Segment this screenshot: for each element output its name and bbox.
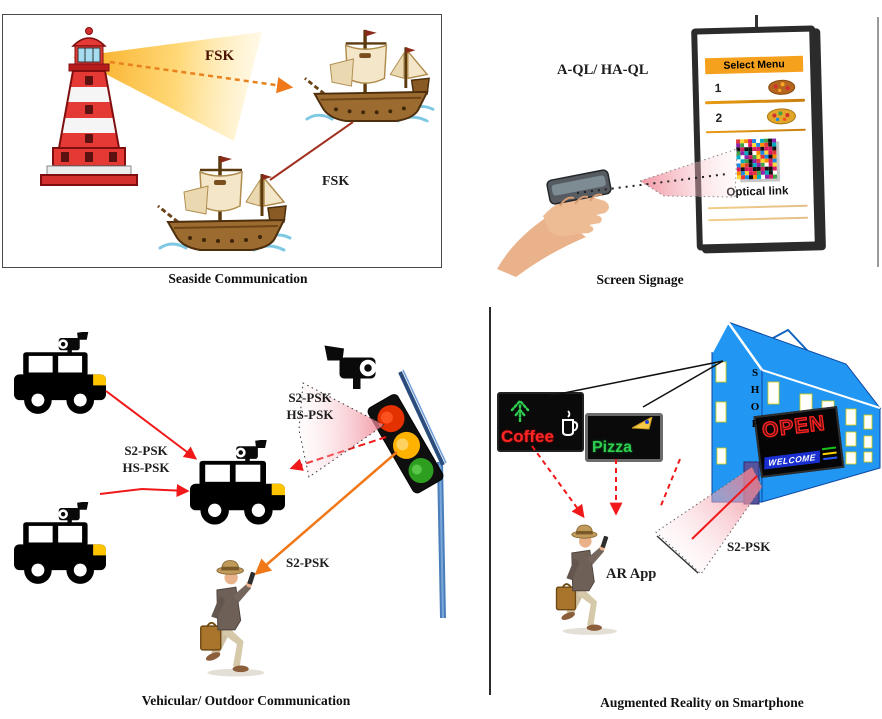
shop-door — [743, 461, 760, 505]
signage-mount — [755, 15, 758, 31]
menu-separator — [705, 98, 806, 104]
light-link-label: S2-PSK HS-PSK — [286, 390, 334, 422]
open-sign-stripe — [823, 455, 838, 461]
menu-item-2-food-icon — [766, 107, 796, 124]
menu-row-1: 1 — [714, 77, 796, 97]
aql-scheme-label: A-QL/ HA-QL — [557, 62, 649, 78]
menu-separator — [708, 216, 809, 222]
right-edge-divider — [877, 17, 879, 267]
fsk-beam-label: FSK — [205, 48, 235, 64]
coffee-sign-text: Coffee — [501, 427, 554, 446]
fsk-ship-label: FSK — [322, 174, 350, 189]
menu-separator — [705, 128, 806, 134]
ar-beam-label: S2-PSK — [727, 539, 771, 554]
menu-item-1-number: 1 — [714, 80, 722, 96]
pizza-sign-text: Pizza — [592, 439, 633, 456]
open-sign-text: OPEN — [760, 411, 827, 443]
menu-row-2: 2 — [715, 106, 797, 126]
car-icon — [14, 331, 106, 414]
seaside-caption: Seaside Communication — [168, 271, 308, 286]
welcome-sign-text: WELCOME — [764, 450, 820, 470]
traffic-light-icon — [324, 345, 447, 619]
car-link-label: S2-PSK HS-PSK — [122, 443, 170, 475]
coffee-arrow-icon — [510, 399, 530, 422]
menu-title: Select Menu — [704, 55, 804, 75]
coffee-led-sign: Coffee — [497, 392, 584, 452]
open-sign-stripe — [821, 446, 837, 451]
shop-vertical-label: SHOP — [749, 367, 761, 435]
surveillance-camera-icon — [324, 345, 377, 389]
quadrant-divider — [489, 307, 491, 695]
menu-separator — [707, 204, 808, 210]
open-led-sign: OPEN WELCOME — [753, 406, 845, 478]
ar-app-label: AR App — [606, 566, 657, 582]
open-sign-stripe — [822, 451, 837, 456]
car-icon — [190, 439, 285, 525]
signage-screen: Select Menu 1 2 Optical link — [691, 25, 821, 251]
vehicular-caption: Vehicular/ Outdoor Communication — [141, 693, 351, 708]
menu-item-2-number: 2 — [715, 110, 723, 125]
pedestrian-link-label: S2-PSK — [286, 555, 330, 570]
qr-color-code — [736, 138, 778, 180]
pizza-slice-icon — [632, 417, 653, 430]
hand-holding-phone-icon — [497, 169, 612, 277]
pedestrian-icon — [199, 559, 266, 678]
seaside-panel-frame — [2, 14, 442, 268]
optical-link-label: Optical link — [726, 185, 789, 199]
ar-caption: Augmented Reality on Smartphone — [600, 695, 804, 710]
signage-caption: Screen Signage — [596, 272, 684, 287]
pizza-led-sign: Pizza — [585, 413, 663, 462]
coffee-cup-icon — [562, 410, 579, 437]
car-icon — [14, 501, 106, 584]
menu-item-1-food-icon — [768, 79, 796, 95]
